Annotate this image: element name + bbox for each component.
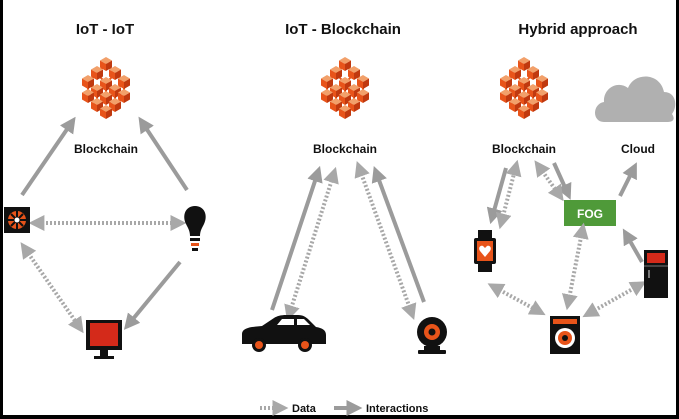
section-title-iot-iot: IoT - IoT [76,21,134,38]
cloud-label: Cloud [621,142,655,156]
section-title-hybrid: Hybrid approach [518,21,637,38]
blockchain-icon [500,57,548,119]
legend: Data Interactions [260,400,428,416]
interaction-arrow [618,162,637,197]
data-arrow [487,283,546,316]
cloud-icon [595,76,676,122]
data-arrow [534,160,564,202]
interaction-arrow [20,116,76,197]
interaction-arrow [371,165,426,303]
legend-interactions-label: Interactions [366,403,428,415]
data-arrow [284,166,339,322]
interaction-arrow [138,116,189,192]
car-device-icon [242,315,326,352]
blockchain-icon [82,57,130,119]
blockchain-label: Blockchain [313,142,377,156]
monitor-device-icon [86,320,122,359]
data-arrow [20,242,84,334]
fog-node: FOG [564,200,616,226]
washing-machine-device-icon [550,316,580,354]
webcam-device-icon [417,317,447,354]
fog-label: FOG [577,207,603,221]
fan-device-icon [4,207,30,233]
blockchain-icon [321,57,369,119]
data-arrow [495,159,522,230]
light-bulb-device-icon [184,206,206,251]
interaction-arrow [552,162,572,200]
data-arrow [561,222,589,311]
section-title-iot-blockchain: IoT - Blockchain [285,21,401,38]
interaction-arrow [123,260,182,330]
interaction-arrow [270,165,323,311]
smartwatch-device-icon [474,230,496,272]
data-arrow [582,281,647,318]
legend-data-label: Data [292,403,317,415]
blockchain-label: Blockchain [492,142,556,156]
blockchain-label: Blockchain [74,142,138,156]
refrigerator-device-icon [644,250,668,298]
data-arrow [354,160,417,321]
interaction-arrow [622,228,644,263]
